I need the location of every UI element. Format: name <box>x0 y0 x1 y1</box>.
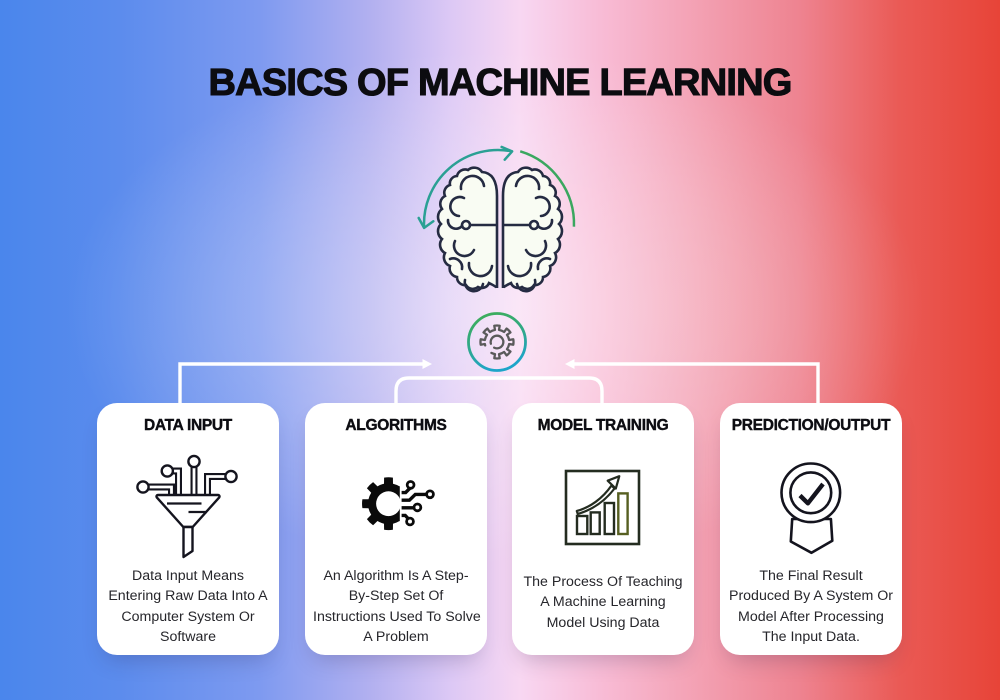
growth-chart-icon <box>512 450 694 566</box>
arrowhead-left <box>422 359 432 369</box>
award-checkmark-icon <box>720 450 902 566</box>
connector-middle-bracket <box>394 376 604 404</box>
page-title: BASICS OF MACHINE LEARNING <box>208 61 793 104</box>
card-title: ALGORITHMS <box>345 417 447 434</box>
card-title: PREDICTION/OUTPUT <box>731 417 891 434</box>
card-model-training: MODEL TRAINING The Process Of Teaching A… <box>512 403 694 655</box>
card-title: MODEL TRAINING <box>537 417 669 434</box>
data-funnel-icon <box>97 450 279 566</box>
connector-lines <box>178 362 820 404</box>
connector-right <box>569 362 820 404</box>
card-data-input: DATA INPUT <box>97 403 279 655</box>
card-description: The Process Of Teaching A Machine Learni… <box>523 574 683 631</box>
rotation-arrow-green <box>519 150 576 227</box>
gear-in-circle-icon <box>467 312 527 372</box>
brain-icon <box>436 166 564 293</box>
card-description: The Final Result Produced By A System Or… <box>728 568 893 646</box>
card-description: An Algorithm Is A Step- By-Step Set Of I… <box>313 568 481 646</box>
card-title: DATA INPUT <box>144 417 233 434</box>
arrowhead-right <box>565 359 575 369</box>
rotation-arrow-teal <box>417 145 514 230</box>
card-description: Data Input Means Entering Raw Data Into … <box>108 568 268 646</box>
algorithm-gear-circuit-icon <box>305 450 487 566</box>
connector-left <box>178 362 428 404</box>
card-algorithms: ALGORITHMS <box>305 403 487 655</box>
card-prediction-output: PREDICTION/OUTPUT The Final Result Produ… <box>720 403 902 655</box>
connector-arrowheads <box>422 359 575 369</box>
